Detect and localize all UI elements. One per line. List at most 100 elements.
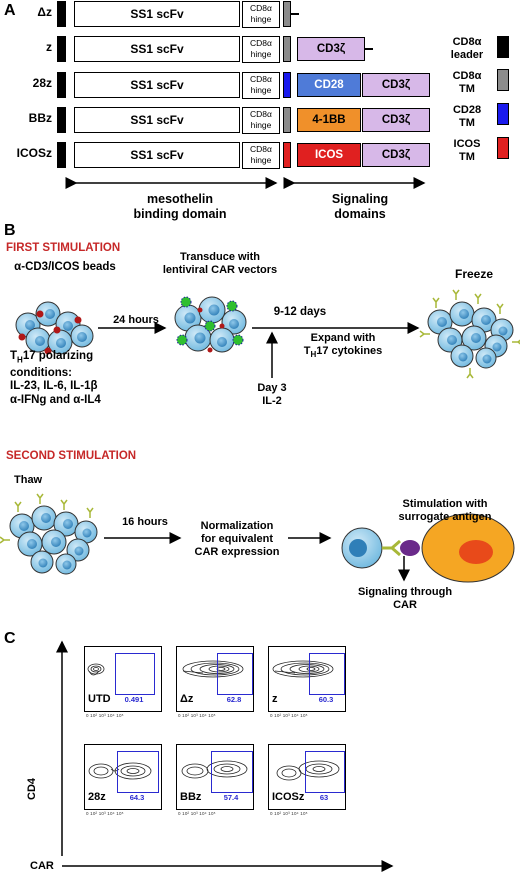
tail-line [365,48,373,50]
flow-gate [115,653,155,695]
tm-segment [283,36,291,62]
bracket-arrows [65,177,426,189]
construct-label: Δz [37,5,52,19]
leader-segment [57,36,66,62]
flow-plot-dz: 62.8 Δz [176,646,254,712]
scfv-box: SS1 scFv [74,36,240,62]
construct-label: BBz [28,111,52,125]
legend-swatch [497,103,509,125]
plot-name: Δz [180,693,194,705]
plot-name: 28z [88,791,106,803]
gate-value: 64.3 [129,793,145,802]
tick-labels: 0 10² 10³ 10⁴ 10⁵ [178,713,216,718]
leader-segment [57,1,66,27]
plot-name: ICOSz [272,791,305,803]
hours-label-24: 24 hours [113,314,159,326]
cd3z-domain: CD3ζ [362,143,430,167]
first-stimulation-heading: FIRST STIMULATION [6,242,121,254]
leader-segment [57,72,66,98]
tick-labels: 0 10² 10³ 10⁴ 10⁵ [86,713,124,718]
days-label: 9-12 days [273,306,327,318]
leader-segment [57,142,66,168]
flow-plot-icosz: 63 ICOSz [268,744,346,810]
flow-plot-utd: 0.491 UTD [84,646,162,712]
gate-value: 63 [319,793,329,802]
gate-value: 62.8 [226,695,242,704]
cd3z-domain: CD3ζ [362,108,430,132]
flow-plot-z: 60.3 z [268,646,346,712]
cd3z-domain: CD3ζ [297,37,365,61]
flow-y-axis-label: CD4 [26,777,38,800]
legend-swatch [497,137,509,159]
gate-value: 0.491 [124,695,144,704]
tm-segment [283,72,291,98]
hours-label-16: 16 hours [122,516,168,528]
flow-gate [305,751,345,793]
gate-value: 60.3 [318,695,334,704]
flow-axes [56,640,394,872]
legend-swatch [497,69,509,91]
cell-cluster-frozen [419,289,520,379]
cd3z-domain: CD3ζ [362,73,430,97]
freeze-label: Freeze [454,267,494,281]
panel-b-label: B [4,222,16,239]
cell-cluster-thawed [0,493,98,575]
flow-gate [211,751,253,793]
construct-label: 28z [32,76,52,90]
flow-plot-bbz: 57.4 BBz [176,744,254,810]
flow-x-axis-label: CAR [30,860,54,872]
leader-segment [57,107,66,133]
cell-cluster-beads [15,301,94,355]
cell-cluster-transduced [174,296,247,353]
thaw-label: Thaw [14,474,43,486]
scfv-box: SS1 scFv [74,1,240,27]
icos-domain: ICOS [297,143,361,167]
construct-label: ICOSz [16,146,52,160]
beads-label: α-CD3/ICOS beads [14,261,116,273]
cd28-domain: CD28 [297,73,361,97]
scfv-box: SS1 scFv [74,107,240,133]
tm-segment [283,142,291,168]
plot-name: UTD [88,693,111,705]
tm-segment [283,107,291,133]
scfv-box: SS1 scFv [74,142,240,168]
legend-swatch [497,36,509,58]
second-stimulation-heading: SECOND STIMULATION [6,450,137,462]
panel-a-label: A [4,2,16,19]
panel-b-drawing [0,289,520,583]
4-1bb-domain: 4-1BB [297,108,361,132]
construct-label: z [46,40,52,54]
flow-gate [309,653,345,695]
tm-segment [283,1,291,27]
tick-labels: 0 10² 10³ 10⁴ 10⁵ [270,811,308,816]
tick-labels: 0 10² 10³ 10⁴ 10⁵ [178,811,216,816]
plot-name: BBz [180,791,202,803]
tick-labels: 0 10² 10³ 10⁴ 10⁵ [86,811,124,816]
tick-labels: 0 10² 10³ 10⁴ 10⁵ [270,713,308,718]
plot-name: z [272,693,278,705]
car-stimulation-schematic [341,513,515,583]
flow-plot-28z: 64.3 28z [84,744,162,810]
tail-line [291,13,299,15]
panel-c-label: C [4,630,16,647]
flow-gate [117,751,159,793]
polarizing-conditions: TH17 polarizing conditions: IL-23, IL-6,… [10,350,101,406]
flow-gate [217,653,253,695]
scfv-box: SS1 scFv [74,72,240,98]
